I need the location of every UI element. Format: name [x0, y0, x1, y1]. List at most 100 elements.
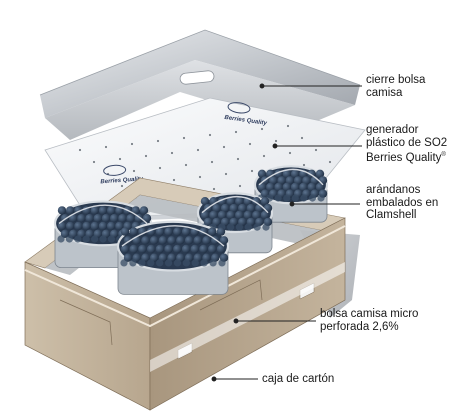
berry [74, 221, 83, 231]
berry [164, 244, 173, 254]
berry [218, 259, 226, 267]
berry [90, 221, 100, 231]
berry [123, 253, 133, 262]
berry [243, 210, 253, 220]
berry [260, 210, 270, 220]
berry [283, 194, 291, 202]
sheet-hole [314, 148, 318, 152]
label-generator-line3: Berries Quality [366, 152, 442, 164]
label-closure-line2: camisa [366, 86, 403, 99]
label-generator-line1: generador [366, 124, 419, 136]
sheet-brand-text-left: Berries Quality [100, 176, 144, 185]
berry [57, 221, 67, 231]
berry [290, 182, 300, 192]
berry [282, 169, 292, 178]
berry [262, 223, 270, 231]
sheet-hole [104, 145, 108, 149]
berry [181, 227, 191, 236]
berry [101, 214, 111, 223]
sheet-hole [260, 127, 264, 131]
berry [184, 236, 194, 245]
berry [200, 259, 208, 267]
berry [200, 197, 210, 206]
berry [302, 176, 311, 185]
berry [110, 214, 119, 223]
berry [208, 244, 217, 254]
sheet-hole [158, 166, 162, 170]
berry [216, 227, 226, 236]
clamshell [116, 220, 230, 295]
berry [82, 235, 90, 243]
berry [269, 176, 278, 185]
berry [107, 235, 115, 243]
label-blueberries-line1: arándanos [366, 184, 421, 196]
berry [199, 244, 208, 254]
berry [57, 206, 67, 215]
sheet-hole [118, 157, 122, 161]
berry [226, 197, 235, 206]
sheet-hole [224, 172, 228, 176]
berry [191, 259, 199, 267]
sheet-hole [250, 169, 254, 173]
berry [138, 244, 147, 254]
berry [200, 210, 210, 220]
sheet-hole [156, 139, 160, 143]
label-generator: generador plástico de SO2 Berries Qualit… [366, 124, 447, 165]
sheet-hole [208, 133, 212, 137]
sheet-hole [196, 148, 200, 152]
berry [235, 197, 244, 206]
berry [115, 221, 124, 231]
sheet-hole [288, 151, 292, 155]
sheet-hole [92, 160, 96, 164]
berry [118, 214, 127, 223]
sheet-hole [212, 187, 216, 191]
berry [253, 223, 261, 231]
sheet-hole [274, 139, 278, 143]
berry [107, 221, 116, 231]
sheet-hole [262, 154, 266, 158]
sheet-hole [248, 142, 252, 146]
sheet-hole [130, 142, 134, 146]
berry [176, 236, 185, 245]
sheet-hole [184, 163, 188, 167]
berry [141, 236, 150, 245]
berry [291, 194, 299, 202]
berry [252, 210, 261, 220]
label-bag: bolsa camisa micro perforada 2,6% [320, 308, 418, 333]
berry [82, 221, 91, 231]
berry [131, 206, 140, 215]
berry [98, 221, 108, 231]
berry [209, 259, 217, 267]
berry [173, 227, 182, 236]
berry [217, 210, 227, 220]
label-bag-line2: perforada 2,6% [320, 320, 399, 333]
berry [66, 206, 75, 215]
clamshell [196, 192, 274, 254]
berry [181, 244, 191, 254]
berry [74, 235, 82, 243]
berry [212, 203, 221, 213]
berry [173, 259, 182, 267]
berry [156, 259, 164, 267]
berry [307, 182, 316, 192]
berry [139, 206, 149, 215]
sheet-hole [238, 184, 242, 188]
berry [167, 236, 176, 245]
berry [226, 223, 235, 231]
sheet-hole [222, 145, 226, 149]
berry [315, 182, 325, 192]
berry [219, 236, 229, 245]
sheet-hole [286, 124, 290, 128]
label-closure-line1: cierre bolsa [366, 74, 426, 86]
registered-mark: ® [441, 152, 446, 158]
sheet-hole [120, 184, 124, 188]
berry [244, 223, 252, 231]
sheet-hole [170, 151, 174, 155]
berry [208, 227, 217, 236]
berry [60, 229, 70, 238]
label-blueberries-line2: embalados en [366, 196, 439, 209]
berry [93, 214, 103, 223]
sheet-hole [236, 157, 240, 161]
